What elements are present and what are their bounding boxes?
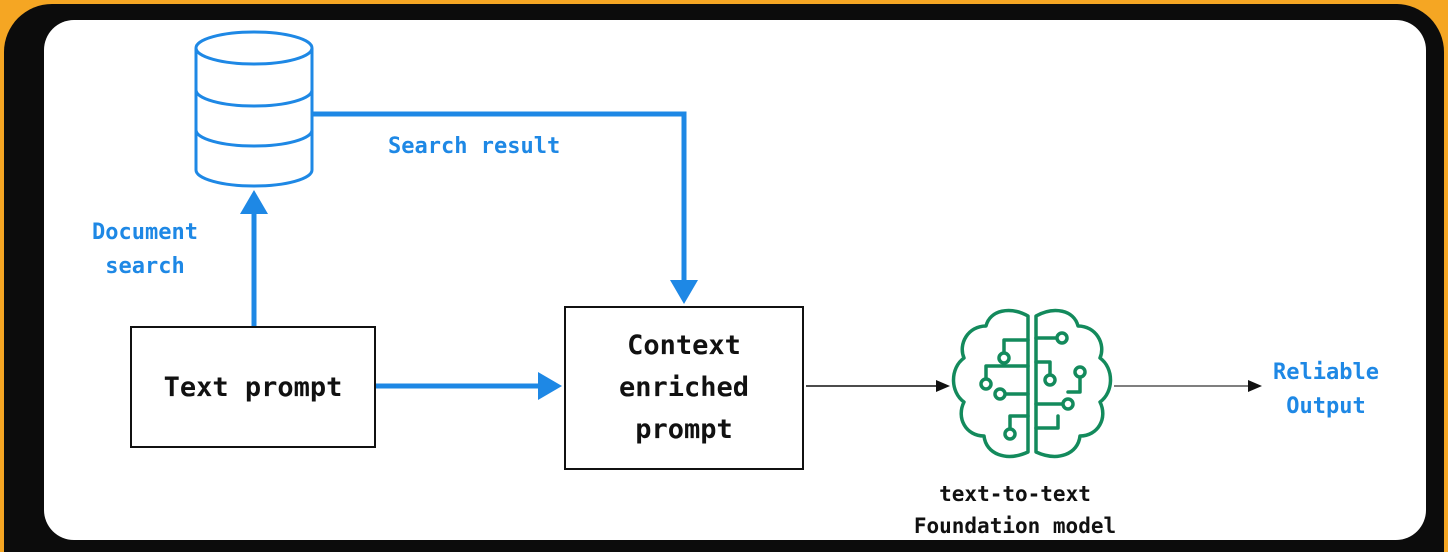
database-icon [194,30,314,188]
context-to-model-arrow [806,380,950,392]
document-search-arrow [240,190,268,326]
search-result-arrow [312,111,698,304]
context-enriched-prompt-box: Context enriched prompt [564,306,804,470]
context-enriched-prompt-label: Context enriched prompt [618,330,750,445]
model-to-output-arrow [1114,380,1262,392]
prompt-to-context-arrow [376,372,562,400]
reliable-output-label: Reliable Output [1273,360,1379,419]
document-search-label: Document search [92,220,198,279]
text-prompt-label: Text prompt [163,371,343,403]
brain-circuit-icon [951,308,1113,458]
search-result-label: Search result [388,134,561,159]
foundation-model-label: text-to-text Foundation model [913,482,1117,538]
text-prompt-box: Text prompt [130,326,376,448]
